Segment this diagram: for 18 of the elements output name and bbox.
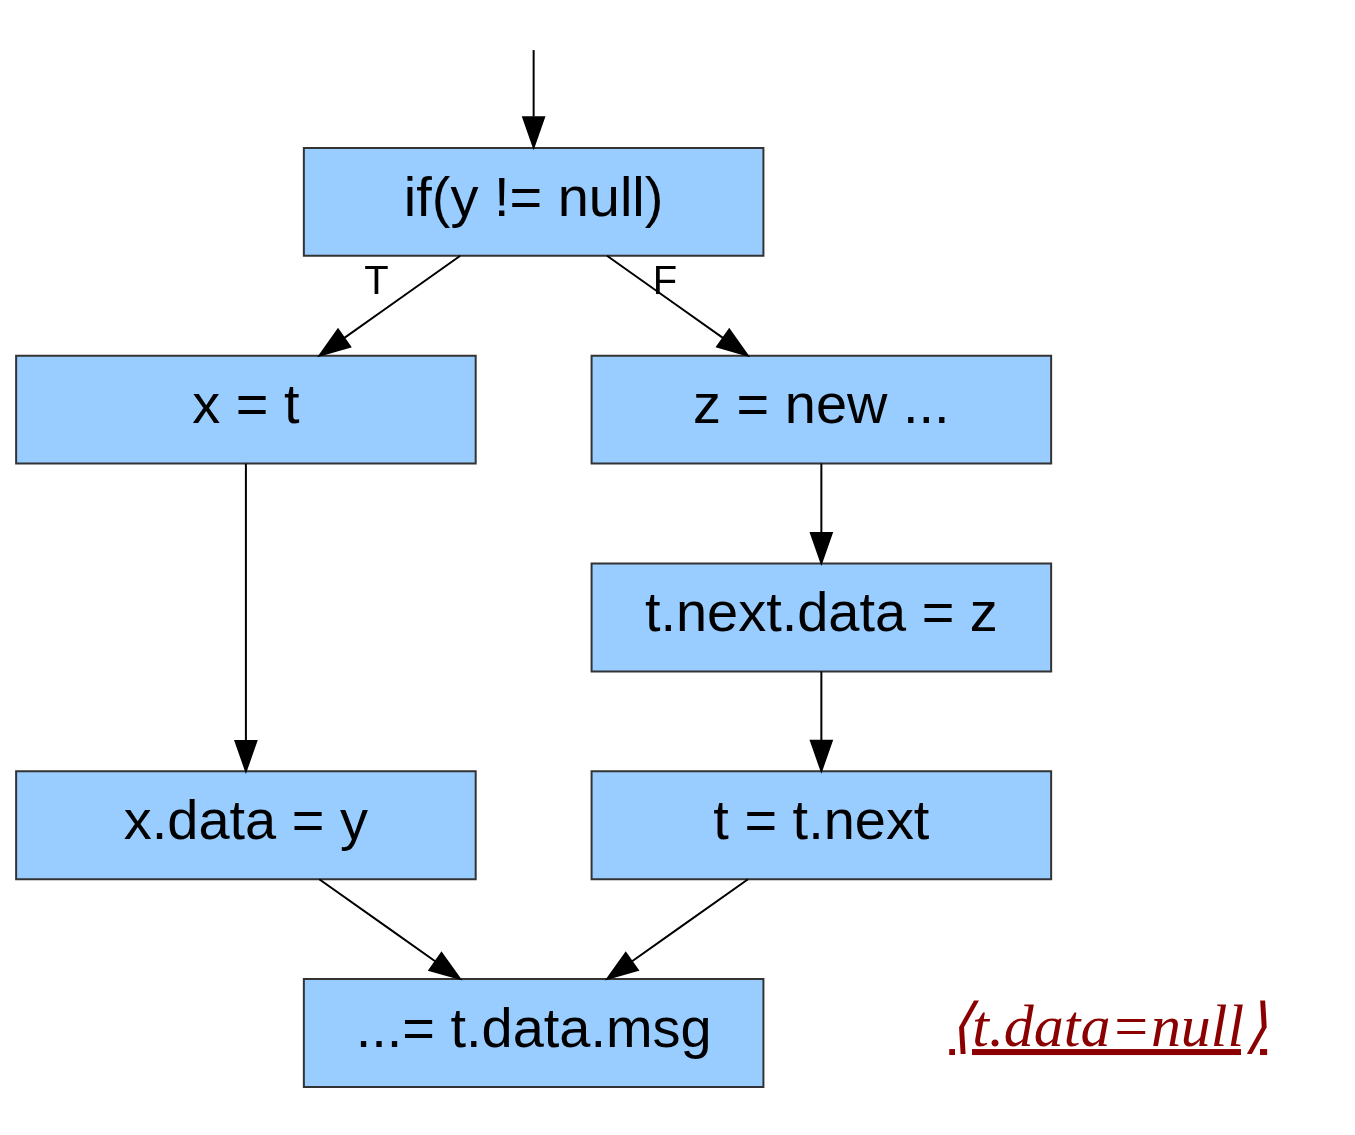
node-box: z = new ... [590, 354, 1053, 465]
label: ⟨t.data=null⟩ [949, 993, 1268, 1060]
arrow [318, 878, 463, 981]
arrow [234, 462, 258, 774]
node-box: t = t.next [590, 770, 1053, 881]
arrow [809, 462, 834, 566]
arrow [521, 49, 546, 151]
node-box: ...= t.data.msg [302, 978, 765, 1088]
node-box: t.next.data = z [590, 562, 1053, 673]
edge-label: T [364, 258, 389, 303]
edge-label: F [652, 258, 678, 303]
node-box: x = t [15, 354, 477, 465]
arrow [809, 670, 834, 774]
node-box: x.data = y [15, 770, 477, 881]
arrow [604, 878, 749, 981]
node-box: if(y != null) [302, 146, 765, 257]
arrow [606, 254, 751, 358]
arrow [317, 254, 462, 358]
